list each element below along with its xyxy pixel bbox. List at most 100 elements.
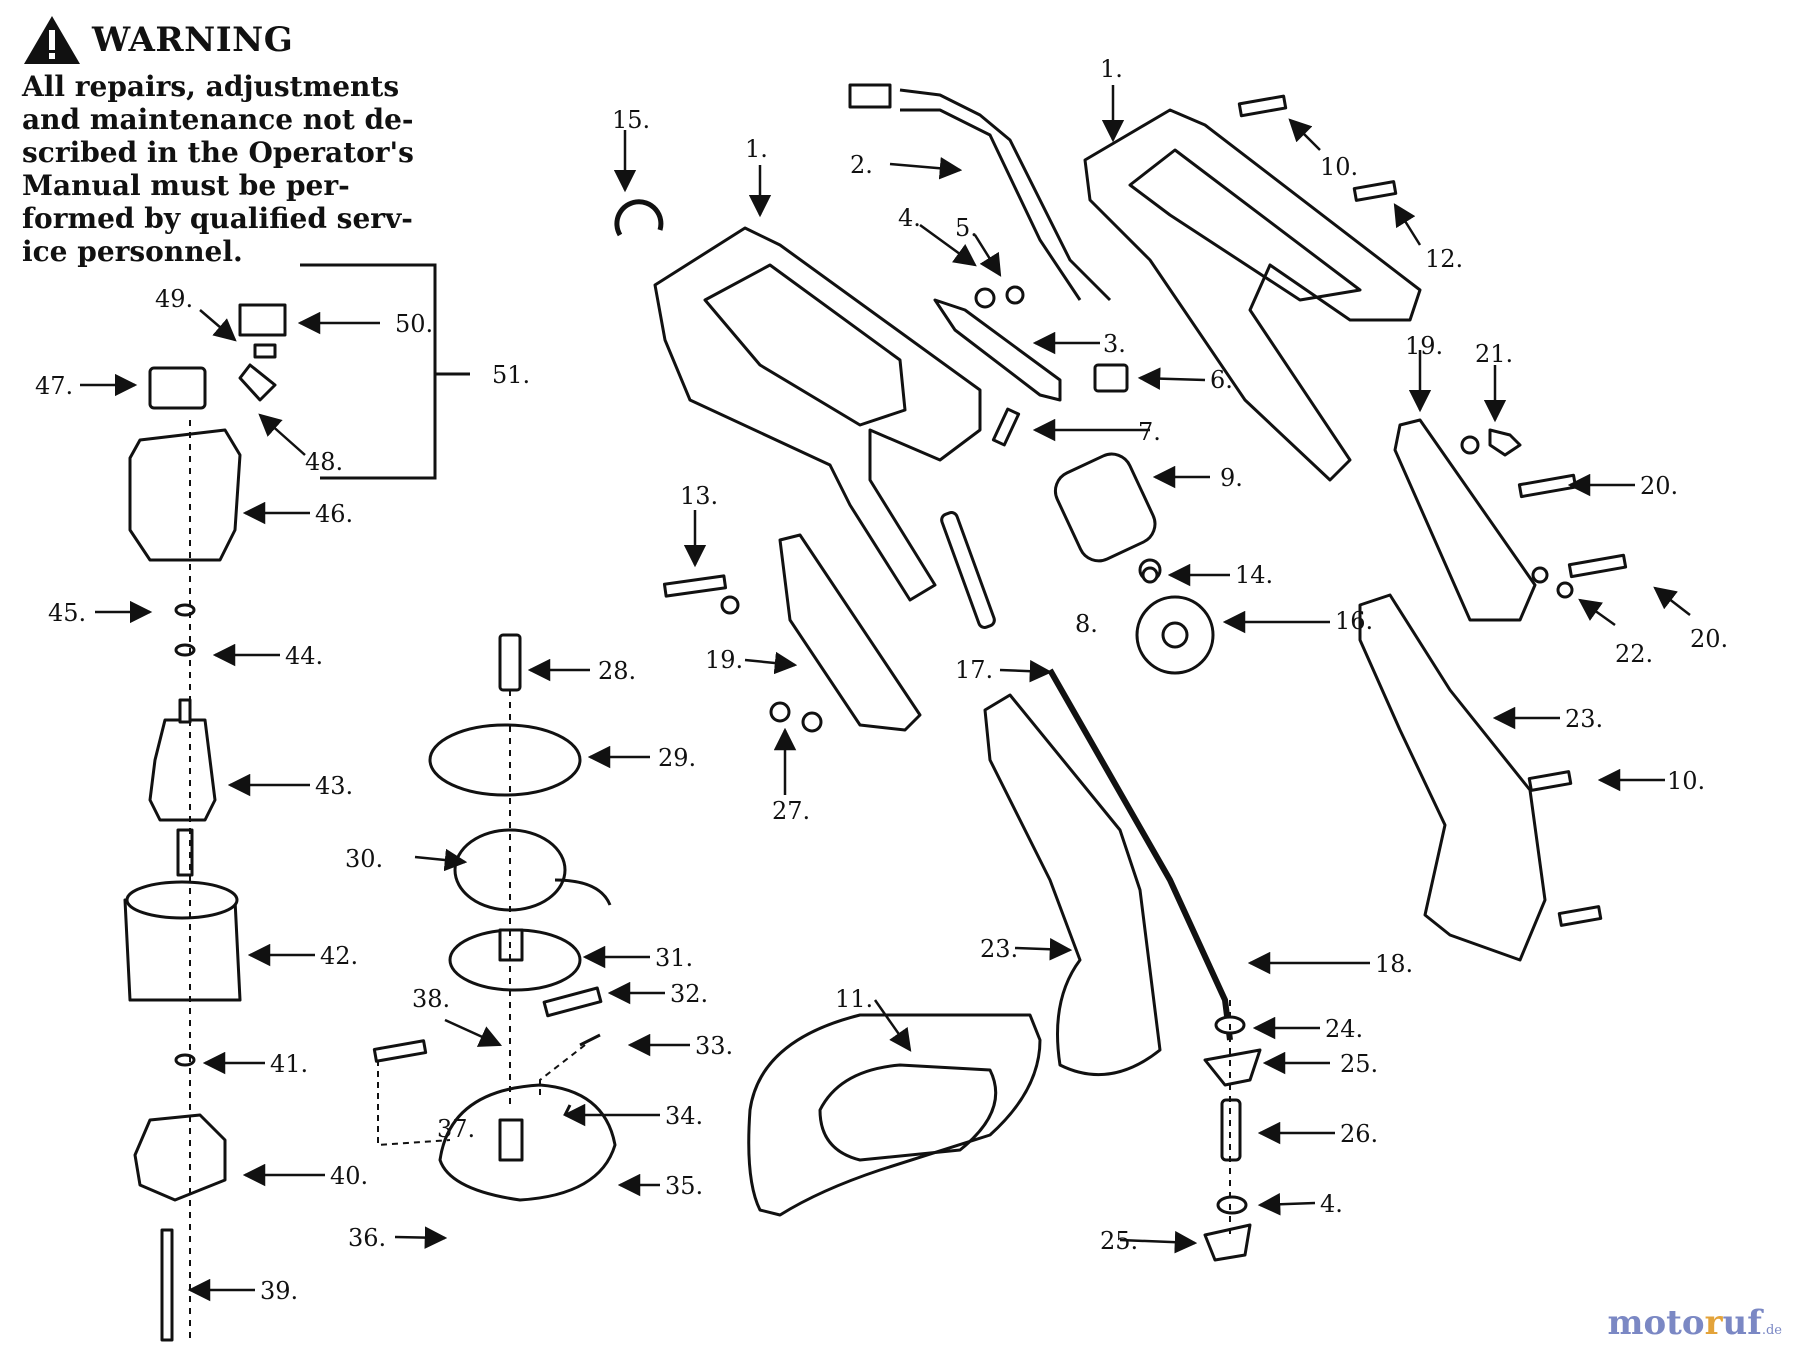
brush-holder xyxy=(148,366,207,410)
leader xyxy=(1014,938,1073,961)
callout-label: 29. xyxy=(658,744,697,772)
callout-label: 33. xyxy=(695,1032,734,1060)
callout-label: 35. xyxy=(665,1172,704,1200)
leader xyxy=(1137,367,1206,390)
power-cord xyxy=(899,88,1112,302)
callout-label: 7. xyxy=(1138,418,1161,446)
callout-label: 11. xyxy=(835,985,874,1013)
callout-label: 16. xyxy=(1335,607,1374,635)
callout-label: 36. xyxy=(348,1224,387,1252)
callout-label: 26. xyxy=(1340,1120,1379,1148)
callout-label: 39. xyxy=(260,1277,299,1305)
warning-block: WARNING All repairs, adjustments and mai… xyxy=(22,14,414,268)
callout-label: 23. xyxy=(980,935,1019,963)
warning-line: ice personnel. xyxy=(22,235,243,268)
callout-label: 38. xyxy=(412,985,451,1013)
warning-triangle-icon xyxy=(24,16,80,64)
wing-nut xyxy=(1488,428,1522,457)
callout-label: 19. xyxy=(705,646,744,674)
through-bolt xyxy=(160,1228,174,1342)
end-bell xyxy=(133,1113,227,1202)
motor-end xyxy=(128,428,242,562)
callout-label: 13. xyxy=(680,482,719,510)
callout-label: 49. xyxy=(155,285,194,313)
spool-bolt xyxy=(498,633,522,692)
switch xyxy=(1093,363,1129,393)
callout-label: 2. xyxy=(850,151,873,179)
housing-left xyxy=(653,226,982,602)
warning-line: All repairs, adjustments xyxy=(22,70,400,103)
callout-label: 20. xyxy=(1690,625,1729,653)
callout-label: 48. xyxy=(305,448,344,476)
callout-label: 15. xyxy=(612,106,651,134)
clip xyxy=(614,199,664,237)
callout-label: 43. xyxy=(315,772,354,800)
warning-line: scribed in the Operator's xyxy=(22,136,414,169)
leader xyxy=(1257,1193,1316,1216)
lower-handle xyxy=(983,693,1162,1077)
callout-label: 1. xyxy=(1100,55,1123,83)
leader xyxy=(973,234,1002,277)
warning-line: formed by qualified serv- xyxy=(22,202,413,235)
warning-line: Manual must be per- xyxy=(22,169,350,202)
leader xyxy=(394,1226,448,1249)
callout-label: 1. xyxy=(745,135,768,163)
motoruf-logo: motoruf.de xyxy=(1607,1303,1782,1343)
housing-right xyxy=(1083,108,1422,482)
leader xyxy=(258,413,306,456)
callout-label: 8. xyxy=(1075,610,1098,638)
callout-label: 50. xyxy=(395,310,434,338)
leader xyxy=(1288,118,1321,151)
callout-label: 37. xyxy=(437,1115,476,1143)
leader xyxy=(1119,1230,1198,1254)
callout-label: 14. xyxy=(1235,561,1274,589)
spool-cap xyxy=(428,723,582,797)
callout-label: 27. xyxy=(772,797,811,825)
callout-label: 24. xyxy=(1325,1015,1364,1043)
callout-label: 20. xyxy=(1640,472,1679,500)
callout-label: 32. xyxy=(670,980,709,1008)
callout-label: 4. xyxy=(898,204,921,232)
leader xyxy=(999,659,1053,683)
callout-label: 45. xyxy=(48,599,87,627)
callout-label: 12. xyxy=(1425,245,1464,273)
callout-label: 42. xyxy=(320,942,359,970)
shaft xyxy=(940,511,996,629)
callout-label: 18. xyxy=(1375,950,1414,978)
guard xyxy=(747,1013,1042,1217)
leader xyxy=(1653,586,1691,616)
callout-label: 25. xyxy=(1340,1050,1379,1078)
upper-handle xyxy=(1358,593,1547,962)
handle-bracket-left xyxy=(778,533,922,732)
leader xyxy=(873,999,912,1052)
handle-bracket-right xyxy=(1393,418,1537,622)
callout-label: 23. xyxy=(1565,705,1604,733)
motor xyxy=(1053,452,1157,563)
leader xyxy=(1578,598,1616,627)
callout-label: 10. xyxy=(1667,767,1706,795)
warning-text: All repairs, adjustments and maintenance… xyxy=(22,70,414,268)
leader xyxy=(744,651,798,675)
callout-label: 21. xyxy=(1475,340,1514,368)
leader xyxy=(444,1018,503,1047)
callout-label: 28. xyxy=(598,657,637,685)
leader xyxy=(1393,203,1422,246)
callout-label: 25. xyxy=(1100,1227,1139,1255)
callout-label: 40. xyxy=(330,1162,369,1190)
warning-title: WARNING xyxy=(92,20,294,60)
warning-heading: WARNING xyxy=(22,14,412,66)
leader xyxy=(889,157,963,180)
leader xyxy=(199,309,237,342)
callout-label: 31. xyxy=(655,944,694,972)
callout-label: 6. xyxy=(1210,366,1233,394)
callout-label: 5. xyxy=(955,214,978,242)
callout-label: 19. xyxy=(1405,332,1444,360)
bearing-plate xyxy=(1203,1048,1262,1087)
armature xyxy=(148,718,217,822)
callout-label: 34. xyxy=(665,1102,704,1130)
callout-label: 41. xyxy=(270,1050,309,1078)
callout-label: 30. xyxy=(345,845,384,873)
callout-label: 51. xyxy=(492,361,531,389)
